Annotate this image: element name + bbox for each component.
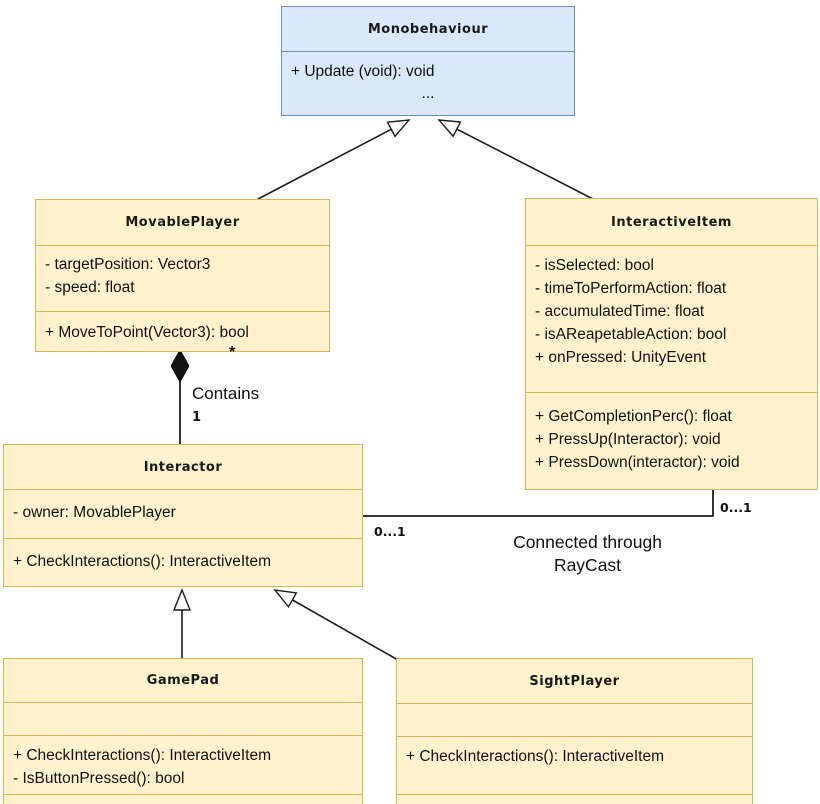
class-title: GamePad	[4, 659, 362, 703]
class-member: + PressDown(interactor): void	[535, 454, 740, 471]
class-methods: + CheckInteractions(): InteractiveItem	[397, 737, 752, 795]
class-attributes: - targetPosition: Vector3 - speed: float	[36, 246, 329, 312]
generalization-sightplayer-to-interactor	[275, 590, 399, 661]
class-member: - IsButtonPressed(): bool	[13, 770, 185, 787]
connected-label-line2: RayCast	[553, 554, 622, 575]
composition-diamond-icon	[170, 349, 190, 383]
class-title: Interactor	[4, 445, 362, 490]
class-member: - targetPosition: Vector3	[45, 256, 211, 273]
class-member: - timeToPerformAction: float	[535, 280, 727, 297]
class-member: - speed: float	[45, 279, 135, 296]
class-member: + Update (void): void	[291, 63, 435, 80]
class-methods: + CheckInteractions(): InteractiveItem	[4, 539, 362, 586]
class-member: + CheckInteractions(): InteractiveItem	[13, 747, 272, 764]
class-box-movableplayer: MovablePlayer - targetPosition: Vector3 …	[35, 199, 330, 352]
class-member: + PressUp(Interactor): void	[535, 431, 721, 448]
class-methods: + CheckInteractions(): InteractiveItem -…	[4, 736, 362, 795]
class-title: SightPlayer	[397, 659, 752, 704]
class-member: - isSelected: bool	[535, 257, 654, 274]
class-methods: + MoveToPoint(Vector3): bool	[36, 312, 329, 351]
class-member: + CheckInteractions(): InteractiveItem	[13, 553, 272, 570]
class-member-ellipsis: ...	[421, 85, 435, 102]
class-title: InteractiveItem	[526, 199, 817, 246]
generalization-movableplayer-to-monobehaviour	[257, 120, 409, 200]
multiplicity-zero-one-left: 0...1	[374, 524, 406, 539]
class-methods: + GetCompletionPerc(): float + PressUp(I…	[526, 393, 817, 489]
class-member: - owner: MovablePlayer	[13, 504, 176, 521]
contains-label: Contains	[192, 384, 260, 403]
class-box-gamepad: GamePad + CheckInteractions(): Interacti…	[3, 658, 363, 804]
class-box-interactiveitem: InteractiveItem - isSelected: bool - tim…	[525, 198, 818, 490]
class-member: - isAReapetableAction: bool	[535, 326, 727, 343]
multiplicity-zero-one-right: 0...1	[720, 500, 752, 515]
class-member: + CheckInteractions(): InteractiveItem	[406, 748, 665, 765]
multiplicity-star: *	[229, 344, 236, 361]
connected-label-line1: Connected through	[513, 532, 662, 552]
association-interactor-interactiveitem	[362, 490, 714, 517]
class-title: Monobehaviour	[282, 7, 574, 52]
class-body: + Update (void): void ...	[282, 52, 574, 115]
class-extra-compartment	[397, 795, 752, 804]
multiplicity-one: 1	[192, 410, 202, 425]
class-box-sightplayer: SightPlayer + CheckInteractions(): Inter…	[396, 658, 753, 804]
generalization-interactiveitem-to-monobehaviour	[439, 120, 594, 200]
connected-through-raycast-label: Connected through RayCast	[480, 531, 695, 576]
class-attributes-empty	[4, 703, 362, 736]
class-attributes-empty	[397, 704, 752, 737]
class-box-interactor: Interactor - owner: MovablePlayer + Chec…	[3, 444, 363, 587]
class-member: + GetCompletionPerc(): float	[535, 408, 732, 425]
class-extra-compartment	[4, 795, 362, 804]
class-member: + MoveToPoint(Vector3): bool	[45, 324, 249, 341]
class-title: MovablePlayer	[36, 200, 329, 246]
class-member: + onPressed: UnityEvent	[535, 349, 707, 366]
class-box-monobehaviour: Monobehaviour + Update (void): void ...	[281, 6, 575, 116]
class-attributes: - owner: MovablePlayer	[4, 490, 362, 539]
class-member: - accumulatedTime: float	[535, 303, 705, 320]
class-attributes: - isSelected: bool - timeToPerformAction…	[526, 246, 817, 393]
